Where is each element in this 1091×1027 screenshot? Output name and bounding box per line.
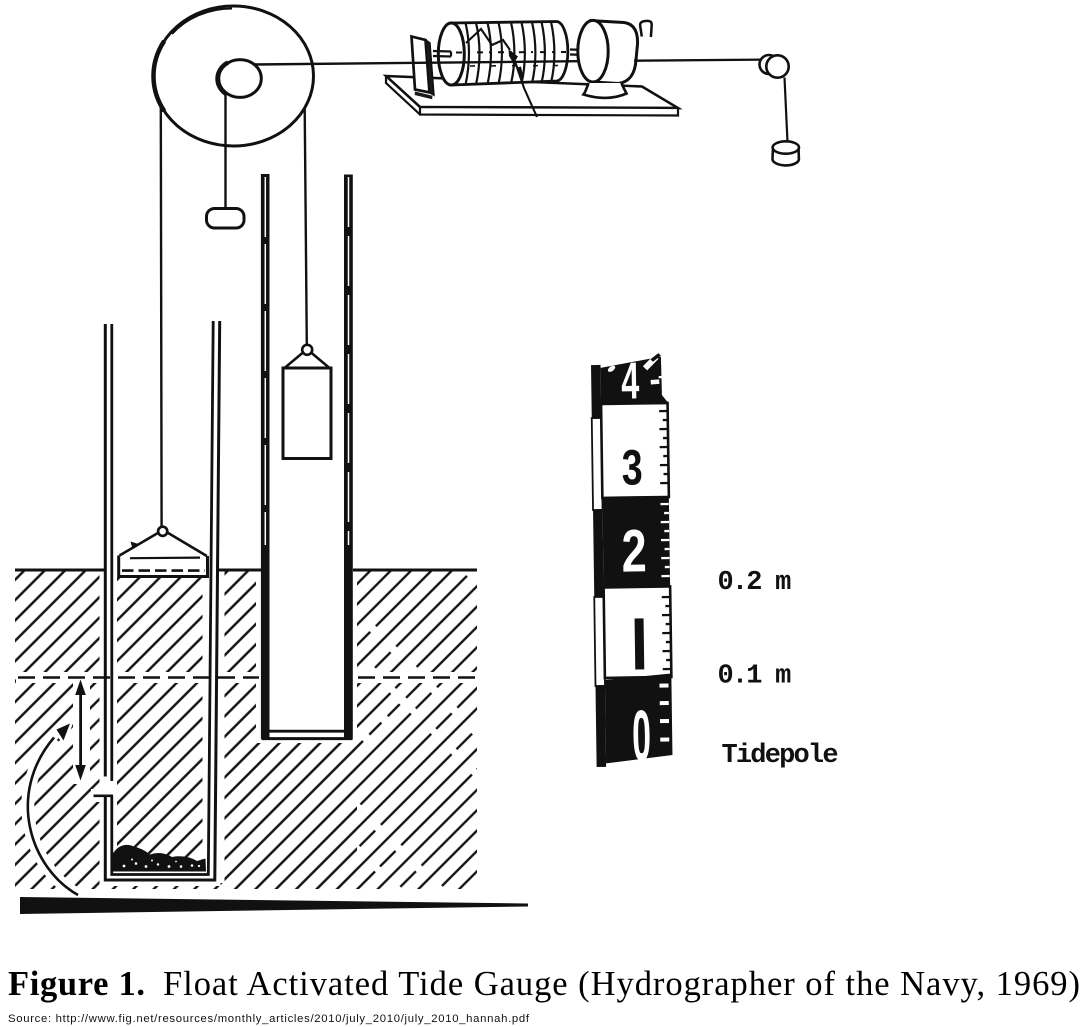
svg-text:3: 3 (621, 440, 643, 496)
svg-text:0.2 m: 0.2 m (718, 568, 792, 598)
svg-text:0: 0 (632, 695, 652, 776)
svg-text:4: 4 (621, 353, 640, 411)
svg-text:2: 2 (621, 518, 647, 585)
svg-text:Figure 1.: Figure 1. (8, 965, 145, 1003)
svg-text:0.1 m: 0.1 m (718, 662, 792, 692)
svg-text:Tidepole: Tidepole (722, 741, 838, 771)
svg-text:Source: http://www.fig.net/res: Source: http://www.fig.net/resources/mon… (8, 1013, 530, 1025)
svg-text:Float Activated Tide Gauge (Hy: Float Activated Tide Gauge (Hydrographer… (163, 965, 1080, 1003)
